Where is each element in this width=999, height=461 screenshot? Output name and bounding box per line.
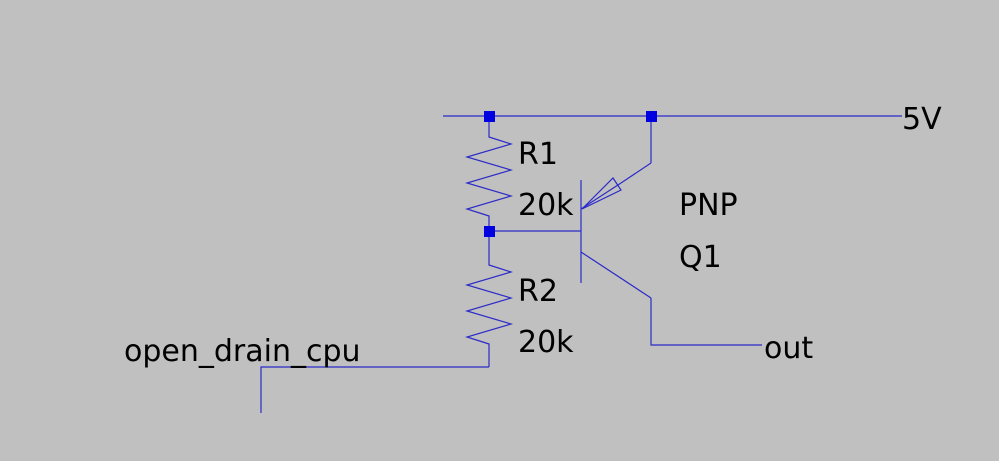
input-wire[interactable] [260,366,489,413]
output-net-label[interactable]: out [764,331,813,366]
emitter-lead [580,182,622,210]
r2-value-label: 20k [518,325,574,360]
transistor-q1[interactable] [580,116,652,299]
collector-lead [580,251,652,299]
q1-type-label: PNP [679,188,738,223]
r1-name-label: R1 [518,137,558,172]
resistor-r2[interactable] [464,231,514,367]
supply-net-label[interactable]: 5V [902,102,942,137]
emitter-lead-vertical [620,162,652,184]
q1-name-label: Q1 [679,240,722,275]
r1-value-label: 20k [518,188,574,223]
junction-dot-base-node [484,226,495,237]
output-wire[interactable] [650,298,762,346]
emitter-arrow-icon [581,177,622,210]
input-net-label[interactable]: open_drain_cpu [124,334,361,369]
r2-name-label: R2 [518,274,558,309]
junction-dot-emitter [646,111,657,122]
junction-dot-r1-top [484,111,495,122]
resistor-r1[interactable] [464,116,514,231]
